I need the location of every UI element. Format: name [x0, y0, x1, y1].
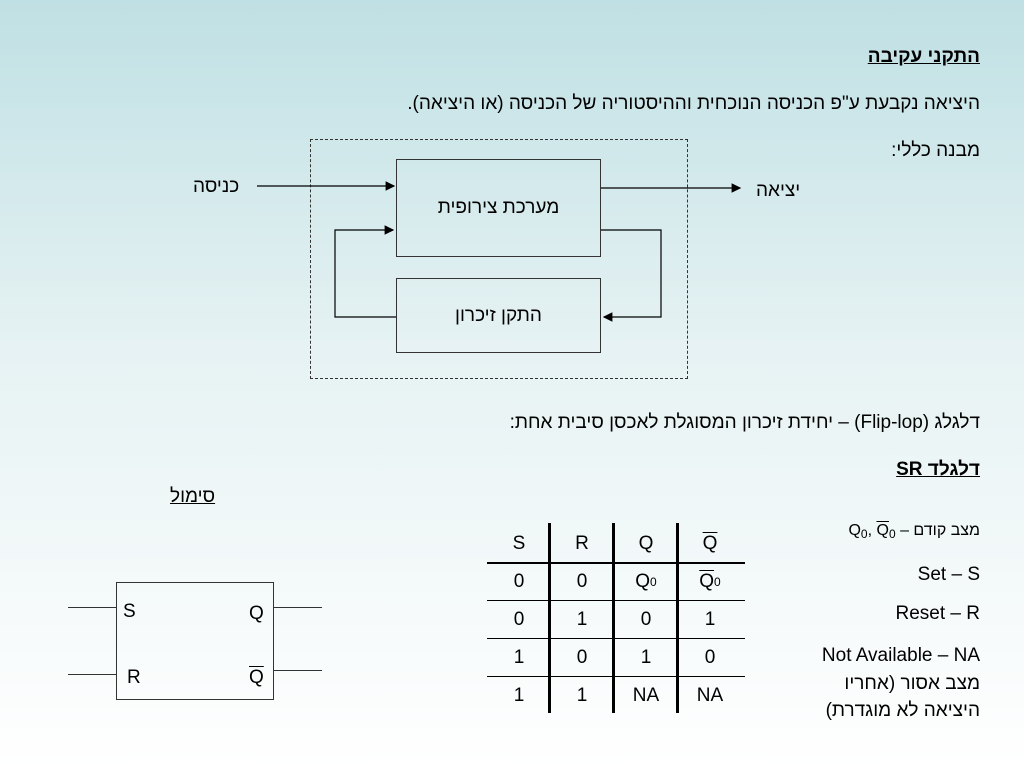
ff-s-pin	[68, 607, 116, 608]
ff-r-pin	[68, 674, 116, 675]
table-row-rule	[487, 600, 745, 601]
combinational-system-box: מערכת צירופית	[396, 159, 601, 257]
legend-forbidden-line1: מצב אסור (אחריו	[844, 673, 980, 694]
table-cell: 0	[576, 570, 588, 592]
table-cell: NA	[632, 684, 660, 706]
table-cell: 1	[704, 608, 716, 630]
legend-set: Set – S	[917, 564, 980, 585]
symbol-link[interactable]: סימול	[170, 486, 216, 507]
table-cell: NA	[696, 684, 724, 706]
ff-output-q-label: Q	[249, 603, 264, 624]
table-divider	[676, 523, 679, 713]
table-row-rule	[487, 676, 745, 677]
legend-not-available: Not Available – NA	[821, 645, 980, 666]
table-divider	[548, 523, 551, 713]
ff-input-s-label: S	[123, 601, 136, 622]
table-divider	[612, 523, 615, 713]
table-header-rule	[487, 562, 745, 564]
ff-q-pin	[274, 607, 322, 608]
section-title: התקני עקיבה	[867, 46, 980, 67]
legend-previous-state: מצב קודם – Q0, Q0	[848, 522, 980, 541]
header-q-bar: Q	[702, 532, 718, 554]
legend-forbidden-line2: היציאה לא מוגדרת)	[825, 700, 980, 721]
ff-qbar-pin	[274, 670, 322, 671]
ff-output-qbar-label: Q	[249, 667, 264, 688]
general-structure-label: מבנה כללי:	[891, 140, 980, 161]
input-label: כניסה	[193, 176, 240, 197]
table-cell: 1	[576, 608, 588, 630]
output-description: היציאה נקבעת ע"פ הכניסה הנוכחית וההיסטור…	[407, 93, 980, 114]
output-label: יציאה	[756, 180, 801, 201]
header-s: S	[512, 532, 526, 554]
sr-flipflop-heading: דלגלד SR	[896, 459, 980, 480]
memory-device-label: התקן זיכרון	[455, 304, 542, 326]
table-cell: 0	[576, 646, 588, 668]
feedback-to-memory-arrow	[601, 229, 662, 322]
table-cell: 0	[704, 646, 716, 668]
legend-reset: Reset – R	[895, 603, 980, 624]
ff-input-r-label: R	[127, 667, 141, 688]
table-cell: 0	[513, 608, 525, 630]
header-q: Q	[638, 532, 654, 554]
table-cell: 1	[640, 646, 652, 668]
table-cell: 1	[513, 684, 525, 706]
header-r: R	[575, 532, 589, 554]
table-cell: 1	[513, 646, 525, 668]
table-cell: 0	[513, 570, 525, 592]
table-cell: 1	[576, 684, 588, 706]
table-row-rule	[487, 638, 745, 639]
sr-flipflop-symbol: S R Q Q	[116, 582, 274, 700]
feedback-to-combinational-arrow	[334, 225, 396, 318]
combinational-system-label: מערכת צירופית	[437, 197, 560, 218]
memory-device-box: התקן זיכרון	[396, 278, 601, 353]
table-cell: 0	[640, 608, 652, 630]
system-boundary	[310, 139, 688, 379]
flipflop-definition: דלגלג (Flip-lop) – יחידת זיכרון המסוגלת …	[509, 412, 980, 433]
